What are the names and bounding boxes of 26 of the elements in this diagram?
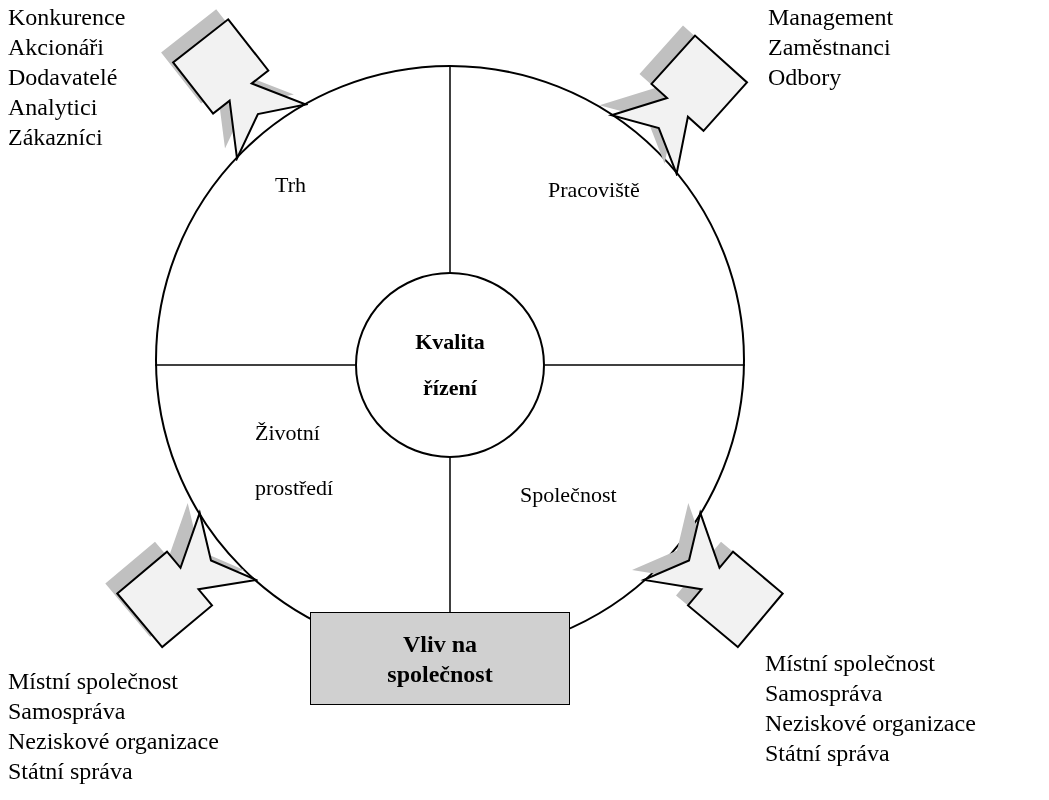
stakeholder-item: Zákazníci <box>8 123 104 152</box>
stakeholder-item: Zaměstnanci <box>768 33 892 62</box>
stakeholder-item: Akcionáři <box>8 33 105 62</box>
impact-box: Vliv na společnost <box>310 612 570 705</box>
stakeholder-item: Státní správa <box>8 757 134 786</box>
center-title: Kvalita řízení <box>414 328 486 402</box>
connector-line <box>449 457 451 613</box>
stakeholder-item: Neziskové organizace <box>8 727 219 756</box>
callout-shape <box>630 500 785 650</box>
stakeholder-item: Samospráva <box>765 679 884 708</box>
stakeholder-item: Neziskové organizace <box>765 709 976 738</box>
stakeholder-item: Místní společnost <box>765 649 936 678</box>
stakeholder-item: Státní správa <box>765 739 891 768</box>
stakeholder-item: Samospráva <box>8 697 127 726</box>
callout-shape <box>103 500 258 650</box>
sector-label: Společnost <box>520 481 618 509</box>
callout-shape <box>159 7 308 161</box>
stakeholder-item: Konkurence <box>8 3 126 32</box>
stakeholder-item: Místní společnost <box>8 667 179 696</box>
stakeholder-item: Odbory <box>768 63 843 92</box>
stakeholder-item: Analytici <box>8 93 99 122</box>
stakeholder-item: Dodavatelé <box>8 63 119 92</box>
sector-label: Trh <box>275 171 307 199</box>
sector-label: Životní prostředí <box>255 419 335 502</box>
sector-label: Pracoviště <box>548 176 641 204</box>
stakeholder-item: Management <box>768 3 894 32</box>
